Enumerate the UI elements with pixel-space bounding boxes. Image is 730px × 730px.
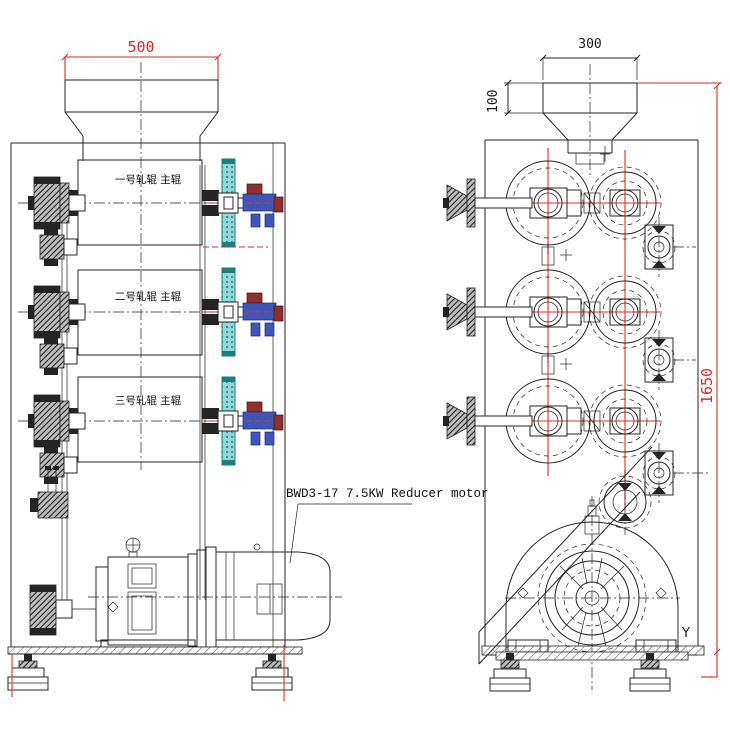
- tensioner-assembly-front: [30, 466, 69, 519]
- motor-end-view: [495, 496, 689, 690]
- dimension-1650-text: 1650: [698, 368, 716, 404]
- coupling-1: [39, 228, 78, 266]
- y-mark: Y: [681, 626, 690, 641]
- roller-3-label: 三号轧辊 主辊: [115, 394, 182, 407]
- side-view: 300 100 1650: [443, 37, 722, 692]
- coupling-2: [39, 337, 78, 375]
- tension-unit-1: [642, 217, 696, 277]
- tension-unit-2: [642, 330, 696, 390]
- handwheel-adjuster-3: [205, 376, 284, 466]
- dimension-500-text: 500: [127, 38, 154, 56]
- dimension-side-total-height: 1650: [637, 82, 722, 678]
- roller-1-label: 一号轧辊 主辊: [115, 173, 182, 186]
- roller-pair-row-1: [443, 148, 662, 269]
- roller-adjuster-side-1: [443, 178, 533, 228]
- motor-body: [215, 551, 331, 641]
- leveling-foot-front-right: [251, 654, 293, 691]
- bottom-pulley: [29, 584, 96, 636]
- front-view: 500 一号轧辊 主辊 二号轧辊 主辊 三号轧辊 主辊: [7, 38, 489, 701]
- hopper-front: [64, 62, 219, 470]
- dimension-side-hopper-width: 300: [539, 37, 641, 80]
- reducer-body: [107, 556, 189, 646]
- machine-frame-side: [481, 139, 705, 656]
- dimension-300-text: 300: [578, 37, 601, 52]
- tension-unit-3: [642, 443, 710, 503]
- roller-pair-row-3: [443, 366, 662, 476]
- dimension-side-hopper-height: 100: [486, 79, 545, 117]
- motor-label-text: BWD3-17 7.5KW Reducer motor: [286, 487, 489, 501]
- coupling-3: [39, 446, 78, 484]
- reducer-motor-front: [88, 537, 342, 652]
- leveling-foot-front-left: [7, 654, 49, 691]
- pulley-assembly-3: [28, 394, 86, 448]
- hopper-side: [542, 64, 638, 176]
- dimension-front-hopper-width: 500: [61, 38, 222, 80]
- leveling-foot-side-left: [489, 653, 531, 692]
- roller-adjuster-side-2: [443, 287, 533, 337]
- guard-chute: [478, 446, 653, 665]
- pulley-assembly-2: [28, 285, 86, 339]
- leveling-foot-side-right: [629, 653, 671, 692]
- base-front: [7, 645, 303, 701]
- dimension-100-text: 100: [486, 90, 501, 113]
- handwheel-adjuster-1: [205, 158, 284, 248]
- roller-2-label: 二号轧辊 主辊: [115, 290, 182, 303]
- motor-label-annotation: BWD3-17 7.5KW Reducer motor: [286, 487, 489, 564]
- roller-pair-row-2: [443, 257, 662, 378]
- pulley-assembly-1: [28, 176, 86, 230]
- handwheel-adjuster-2: [205, 267, 284, 357]
- roller-adjuster-side-3: [443, 396, 533, 446]
